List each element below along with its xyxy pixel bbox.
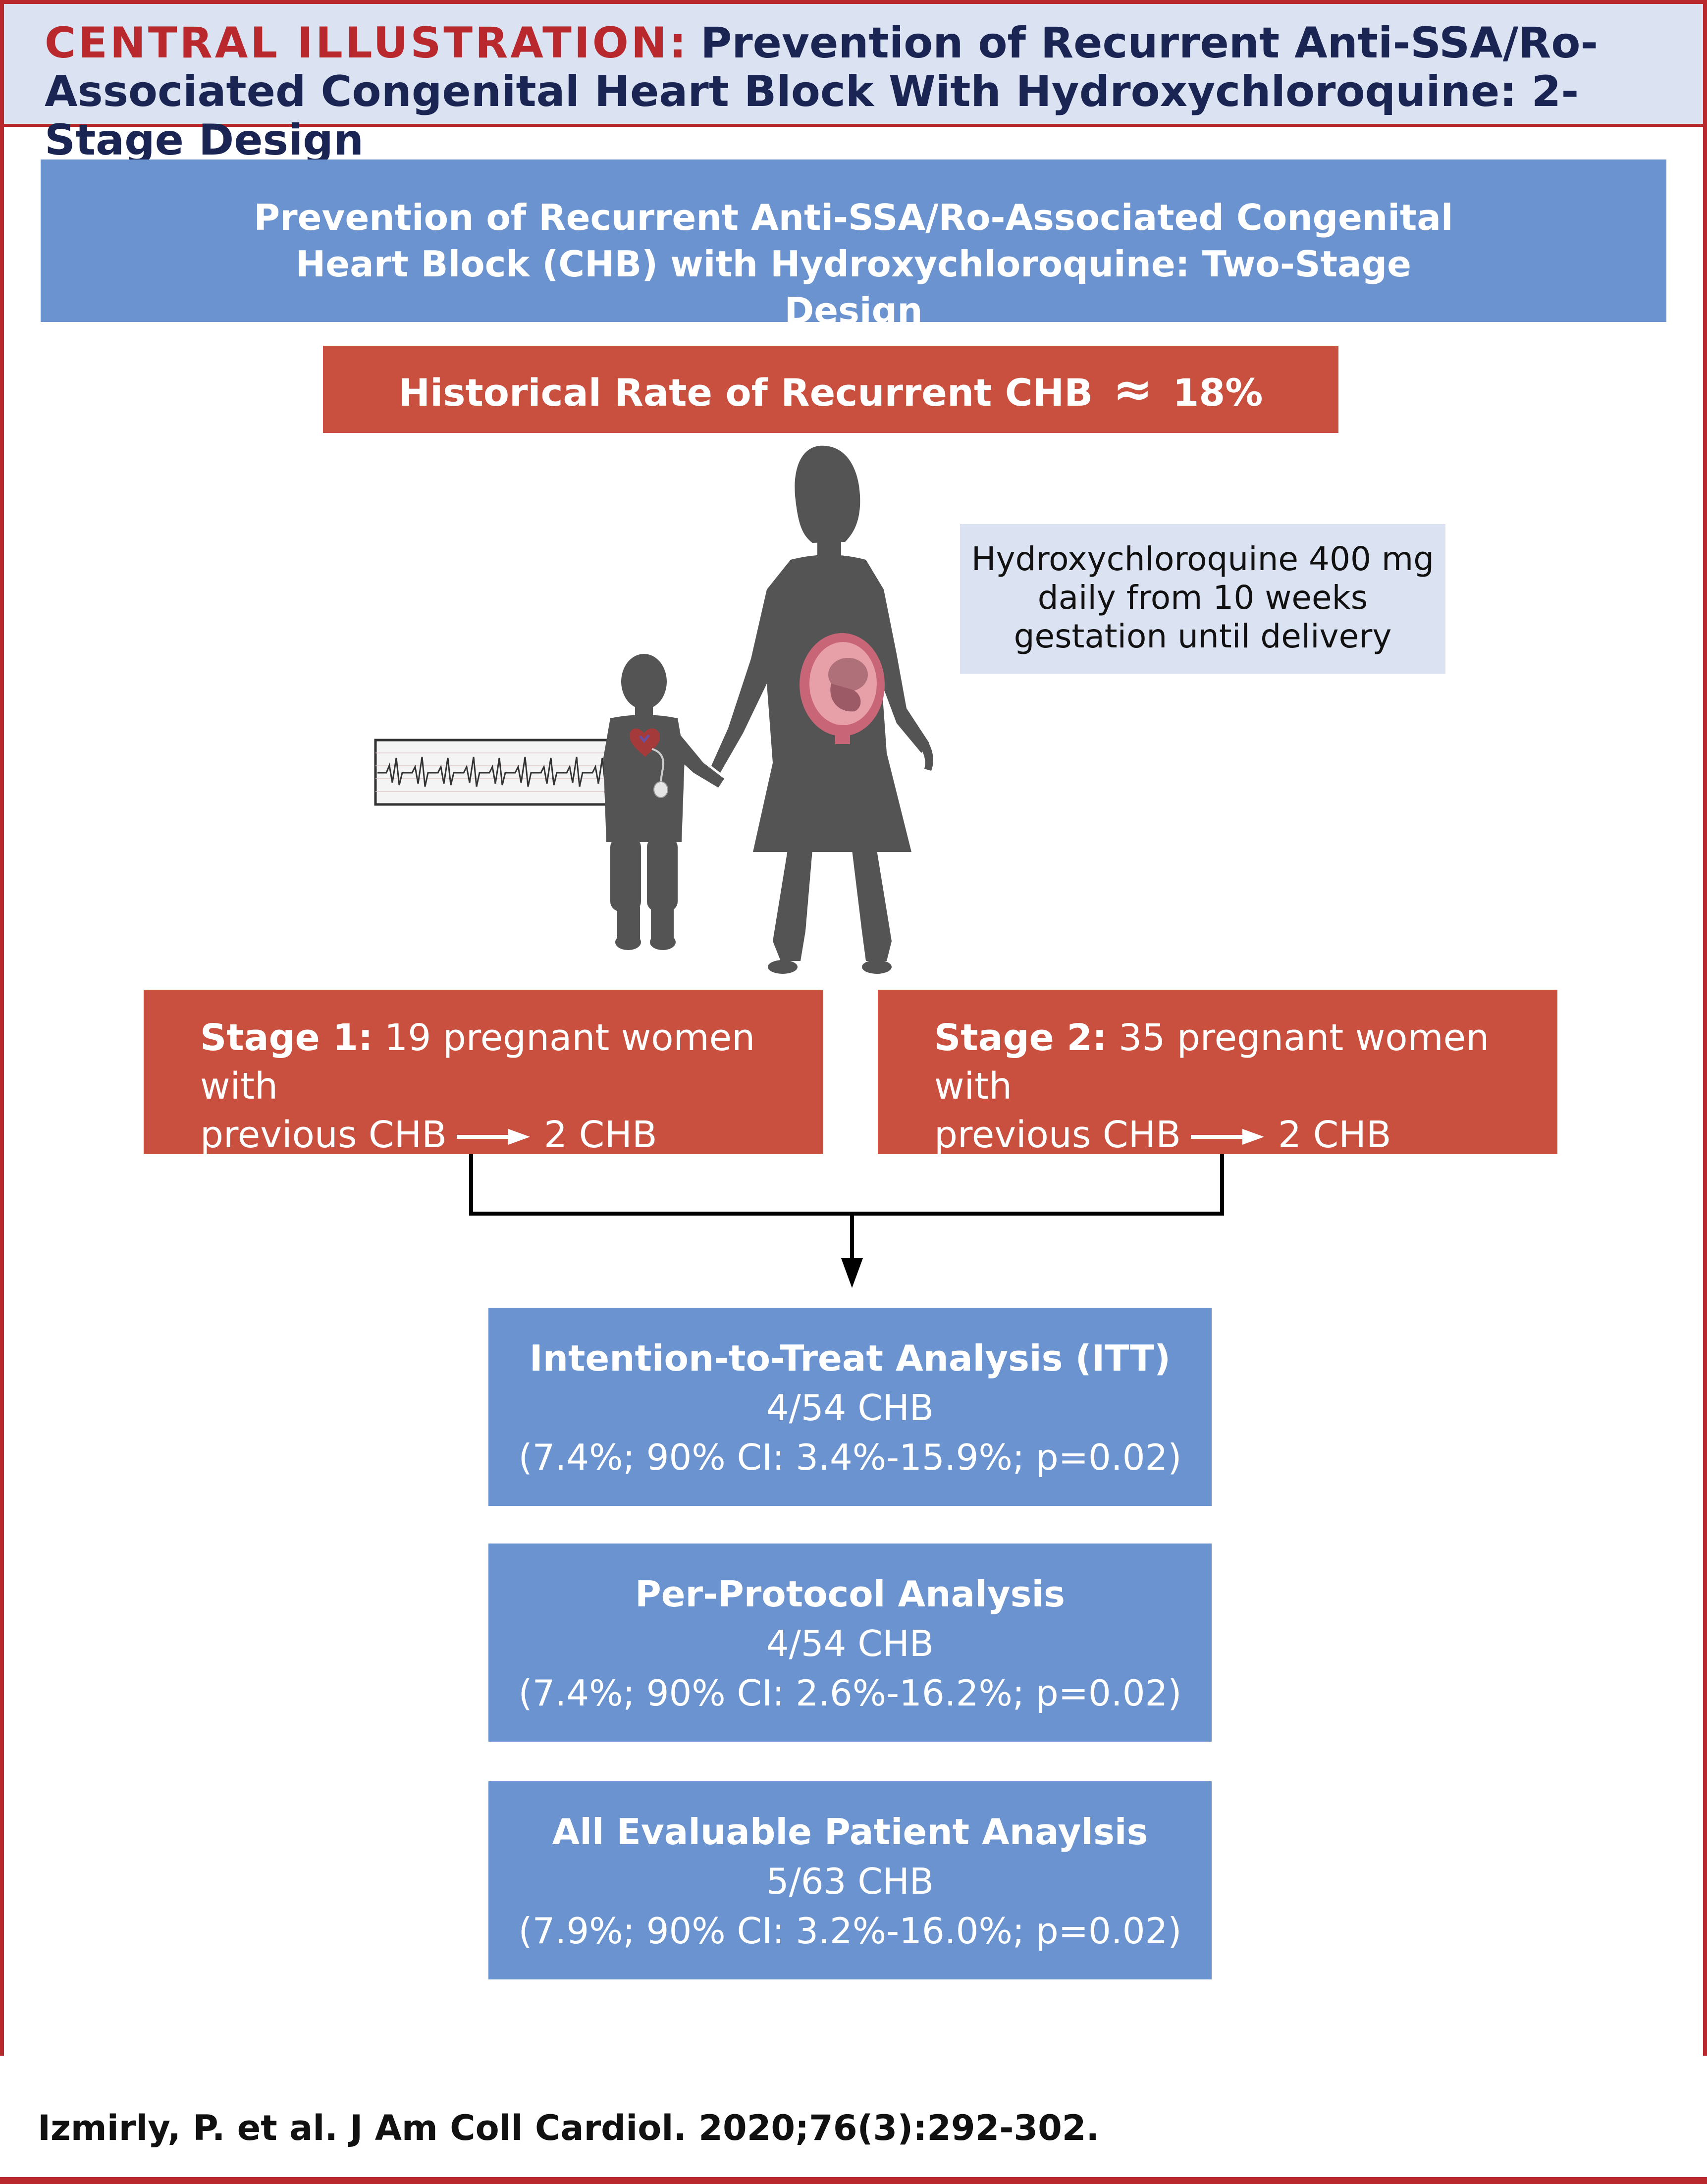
stage-2-text-2: previous CHB <box>934 1114 1181 1156</box>
historical-rate-label: Historical Rate of Recurrent CHB <box>398 371 1093 415</box>
header-label: CENTRAL ILLUSTRATION: <box>45 18 689 68</box>
itt-count: 4/54 CHB <box>766 1387 934 1429</box>
stage-1-text-2: previous CHB <box>200 1114 447 1156</box>
child-silhouette-icon <box>603 654 724 950</box>
down-arrowhead <box>841 1258 863 1288</box>
design-banner-text: Prevention of Recurrent Anti-SSA/Ro-Asso… <box>254 197 1453 331</box>
fetus-womb-icon <box>800 633 885 744</box>
illustration <box>374 445 1224 1288</box>
dosing-line-1: Hydroxychloroquine 400 mg <box>971 540 1435 578</box>
approx-symbol: ≈ <box>1113 362 1153 417</box>
itt-analysis-box: Intention-to-Treat Analysis (ITT) 4/54 C… <box>488 1308 1212 1506</box>
stage-1-label: Stage 1: <box>200 1016 373 1059</box>
stage-1-line-1: Stage 1: 19 pregnant women with <box>200 1013 794 1111</box>
all-evaluable-stats: (7.9%; 90% CI: 3.2%-16.0%; p=0.02) <box>518 1910 1182 1952</box>
dosing-box: Hydroxychloroquine 400 mg daily from 10 … <box>960 524 1445 674</box>
header-title: Prevention of Recurrent Anti-SSA/Ro-Asso… <box>45 18 1599 165</box>
stage-2-line-1: Stage 2: 35 pregnant women with <box>934 1013 1528 1111</box>
per-protocol-analysis-box: Per-Protocol Analysis 4/54 CHB (7.4%; 90… <box>488 1544 1212 1742</box>
right-arrow-icon <box>1190 1129 1264 1145</box>
all-evaluable-analysis-box: All Evaluable Patient Anaylsis 5/63 CHB … <box>488 1781 1212 1979</box>
stage-2-box: Stage 2: 35 pregnant women with previous… <box>878 990 1557 1156</box>
per-protocol-count: 4/54 CHB <box>766 1623 934 1664</box>
header: CENTRAL ILLUSTRATION:Prevention of Recur… <box>4 4 1703 164</box>
stage-1-box: Stage 1: 19 pregnant women with previous… <box>144 990 823 1156</box>
itt-title: Intention-to-Treat Analysis (ITT) <box>529 1337 1171 1379</box>
stage-2-text-1: 35 pregnant women with <box>934 1016 1490 1108</box>
dosing-line-3: gestation until delivery <box>1014 617 1392 655</box>
per-protocol-title: Per-Protocol Analysis <box>635 1573 1066 1615</box>
citation: Izmirly, P. et al. J Am Coll Cardiol. 20… <box>38 2108 1100 2148</box>
historical-rate-box: Historical Rate of Recurrent CHB ≈ 18% <box>323 346 1338 433</box>
stage-connector <box>469 1154 1224 1263</box>
historical-rate-value: 18% <box>1173 371 1263 415</box>
itt-stats: (7.4%; 90% CI: 3.4%-15.9%; p=0.02) <box>518 1437 1182 1478</box>
design-banner: Prevention of Recurrent Anti-SSA/Ro-Asso… <box>41 160 1666 331</box>
stage-1-line-2: previous CHB 2 CHB <box>200 1111 794 1159</box>
stage-1-text-1: 19 pregnant women with <box>200 1016 755 1108</box>
bottom-rule <box>0 2177 1707 2184</box>
heart-pacemaker-icon <box>629 728 668 798</box>
header-text: CENTRAL ILLUSTRATION:Prevention of Recur… <box>45 19 1679 164</box>
right-arrow-icon <box>456 1129 530 1145</box>
dosing-line-2: daily from 10 weeks <box>1037 579 1368 617</box>
stage-2-outcome: 2 CHB <box>1278 1114 1391 1156</box>
figure-frame <box>0 0 1707 2056</box>
stage-2-line-2: previous CHB 2 CHB <box>934 1111 1528 1159</box>
stage-1-outcome: 2 CHB <box>543 1114 657 1156</box>
ecg-strip-icon <box>374 739 621 806</box>
all-evaluable-count: 5/63 CHB <box>766 1861 934 1902</box>
stage-2-label: Stage 2: <box>934 1016 1107 1059</box>
all-evaluable-title: All Evaluable Patient Anaylsis <box>552 1811 1148 1853</box>
per-protocol-stats: (7.4%; 90% CI: 2.6%-16.2%; p=0.02) <box>518 1672 1182 1714</box>
